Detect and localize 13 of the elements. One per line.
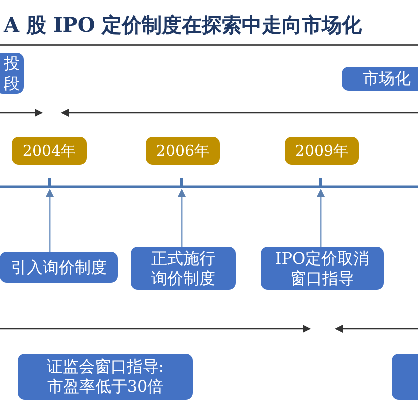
year-box: 2006年 [146,137,220,165]
year-box: 2009年 [285,137,359,165]
title: A 股 IPO 定价制度在探索中走向市场化 [4,12,362,39]
event-box: IPO定价取消窗口指导 [261,247,384,290]
stage-box: 市场化 [342,67,418,91]
event-box: 引入询价制度 [0,252,118,283]
arrow [46,189,54,252]
year-box: 2004年 [12,137,87,165]
arrow [317,189,325,247]
event-box: 正式施行询价制度 [131,247,236,290]
event-box: 证监会窗口指导: 市盈率低于30倍 [18,354,193,400]
arrow [178,189,186,247]
stage-box: 投段 [0,53,24,94]
